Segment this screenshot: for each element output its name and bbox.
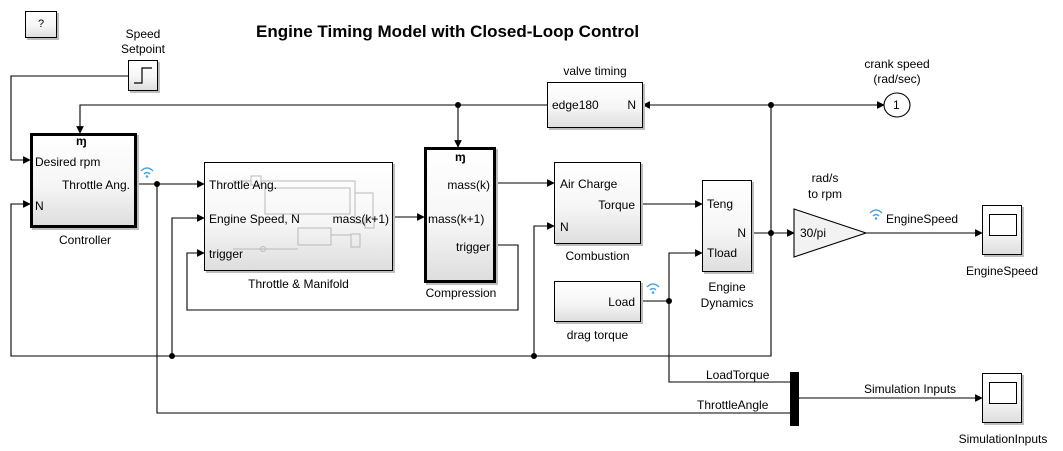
throttle-manifold-block[interactable]: Throttle Ang. Engine Speed, N mass(k+1) … [204, 162, 393, 271]
engine-dynamics-port-n: N [737, 226, 746, 240]
function-call-icon: ɱ [455, 150, 466, 164]
valve-timing-port-edge180: edge180 [552, 98, 599, 112]
simulation-inputs-scope[interactable] [982, 373, 1022, 423]
throttle-manifold-label: Throttle & Manifold [248, 277, 349, 291]
valve-timing-block[interactable]: edge180 N [547, 82, 643, 128]
engine-dynamics-label-line1: Engine [708, 280, 746, 294]
engine-speed-scope[interactable] [982, 205, 1022, 255]
stream-icon [646, 283, 660, 294]
stream-icon [140, 167, 154, 178]
gain-label-line2: to rpm [807, 187, 842, 201]
combustion-port-n: N [560, 220, 569, 234]
signal-engine-speed: EngineSpeed [886, 212, 959, 226]
engine-speed-scope-label: EngineSpeed [965, 264, 1039, 278]
compression-block[interactable]: ɱ mass(k) mass(k+1) trigger [424, 147, 496, 283]
step-icon [134, 67, 152, 84]
function-call-icon: ɱ [76, 134, 87, 148]
drag-torque-block[interactable]: Load [554, 281, 641, 322]
signal-throttle-angle: ThrottleAngle [697, 398, 769, 412]
stream-icon [869, 209, 883, 220]
combustion-port-air-charge: Air Charge [560, 177, 618, 191]
outport-label-line2: (rad/sec) [873, 72, 921, 86]
subsystem-preview [233, 175, 375, 252]
help-button-label: ? [37, 18, 45, 30]
gain-value[interactable]: 30/pi [800, 226, 827, 240]
speed-setpoint-label-line1: Speed [125, 27, 161, 41]
controller-port-n: N [35, 199, 44, 213]
compression-port-mass-k: mass(k) [447, 178, 490, 192]
controller-port-throttle-ang: Throttle Ang. [61, 178, 130, 192]
engine-dynamics-port-teng: Teng [707, 197, 734, 211]
compression-port-mass-k1: mass(k+1) [428, 212, 485, 226]
combustion-block[interactable]: Air Charge Torque N [554, 162, 641, 244]
valve-timing-label: valve timing [563, 64, 627, 78]
compression-label: Compression [425, 286, 497, 300]
controller-port-desired-rpm: Desired rpm [35, 155, 101, 169]
outport-label-line1: crank speed [864, 57, 930, 71]
compression-port-trigger: trigger [455, 240, 490, 254]
gain-triangle [793, 208, 868, 258]
gain-label-line1: rad/s [811, 171, 839, 185]
speed-setpoint-label-line2: Setpoint [120, 42, 166, 56]
combustion-port-torque: Torque [598, 198, 635, 212]
help-button[interactable]: ? [25, 11, 57, 38]
page-title: Engine Timing Model with Closed-Loop Con… [256, 22, 640, 41]
scope-screen-icon [989, 214, 1017, 236]
scope-screen-icon [989, 382, 1017, 404]
drag-torque-port-load: Load [608, 295, 635, 309]
signal-load-torque: LoadTorque [706, 368, 770, 382]
controller-label: Controller [58, 233, 112, 247]
signal-simulation-inputs: Simulation Inputs [864, 382, 957, 396]
throttle-manifold-port-trigger: trigger [209, 247, 244, 261]
drag-torque-label: drag torque [566, 328, 629, 342]
controller-block[interactable]: ɱ Desired rpm Throttle Ang. N [30, 133, 137, 228]
mux-bar [790, 372, 799, 426]
outport-oval [883, 92, 911, 118]
engine-dynamics-label-line2: Dynamics [700, 296, 754, 310]
speed-setpoint-block[interactable] [128, 60, 158, 91]
valve-timing-port-n: N [627, 98, 636, 112]
combustion-label: Combustion [565, 249, 630, 263]
engine-dynamics-block[interactable]: Teng N Tload [702, 180, 752, 272]
throttle-manifold-port-throttle-ang: Throttle Ang. [209, 178, 278, 192]
engine-dynamics-port-tload: Tload [707, 246, 738, 260]
simulation-inputs-scope-label: SimulationInputs [958, 432, 1048, 446]
throttle-manifold-port-engine-speed: Engine Speed, N [209, 212, 300, 226]
outport-number[interactable]: 1 [893, 98, 900, 112]
throttle-manifold-port-mass-k1: mass(k+1) [332, 212, 389, 226]
